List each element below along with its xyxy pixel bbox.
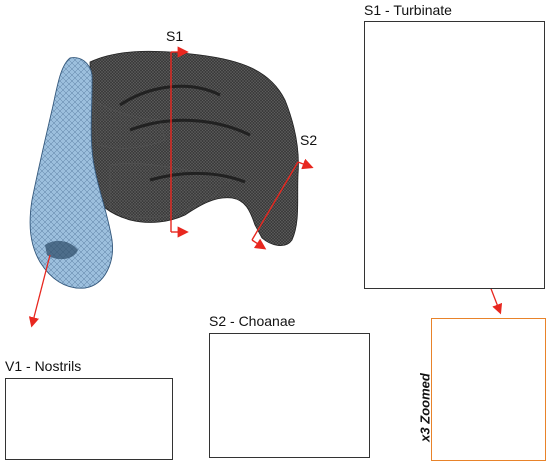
- zoom-label: x3 Zoomed: [417, 373, 433, 442]
- nose-external-mesh: [29, 57, 113, 289]
- s2-cutting-plane: [251, 158, 314, 250]
- turbinate-ridges: [119, 84, 251, 184]
- v1-pointer-arrow: [28, 254, 51, 328]
- s2-panel-title: S2 - Choanae: [209, 313, 296, 329]
- nostril-opening: [45, 240, 78, 260]
- v1-panel-title: V1 - Nostrils: [5, 358, 82, 374]
- v1-nostrils-panel: [5, 378, 173, 460]
- nose-blue-shell: [29, 57, 113, 289]
- zoomed-panel: [431, 318, 546, 461]
- nasal-cavity-light-region: [91, 99, 231, 219]
- nasal-cavity-mesh: [89, 50, 299, 247]
- s1-panel-title: S1 - Turbinate: [364, 2, 452, 18]
- s1-turbinate-panel: [364, 21, 545, 289]
- s2-choanae-panel: [209, 333, 370, 458]
- s1-cutting-plane: [170, 46, 189, 238]
- s2-marker-label: S2: [300, 132, 318, 148]
- s1-marker-label: S1: [166, 28, 184, 44]
